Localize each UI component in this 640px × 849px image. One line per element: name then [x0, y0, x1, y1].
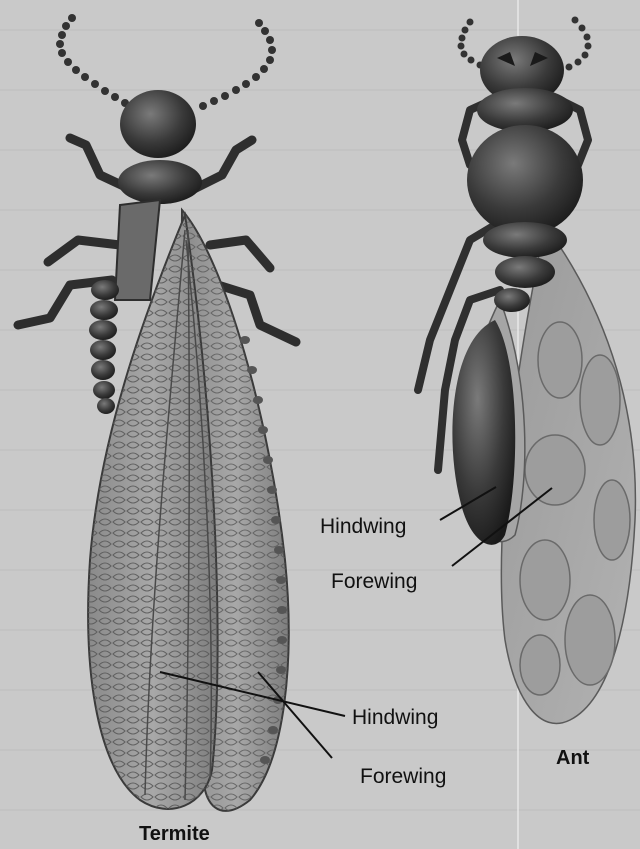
termite-hindwing-label: Hindwing	[352, 707, 438, 728]
ant-title: Ant	[556, 748, 589, 768]
ant-illustration	[418, 17, 635, 724]
ant-forewing-label: Forewing	[331, 571, 417, 592]
termite-title: Termite	[139, 824, 210, 844]
termite-illustration	[18, 14, 296, 811]
termite-forewing-label: Forewing	[360, 766, 446, 787]
ant-hindwing-label: Hindwing	[320, 516, 406, 537]
